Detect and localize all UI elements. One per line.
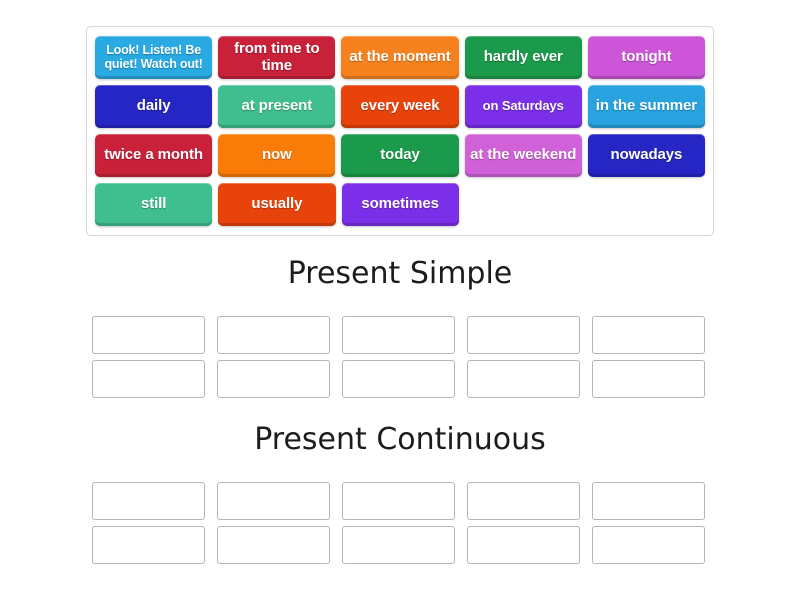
drop-slot[interactable] (92, 359, 205, 398)
slot-row (86, 313, 714, 357)
drop-slot[interactable] (592, 525, 705, 564)
word-tile[interactable]: twice a month (95, 134, 213, 177)
word-tile[interactable]: Look! Listen! Be quiet! Watch out! (95, 36, 213, 79)
word-tile[interactable]: today (341, 134, 459, 177)
drop-slot[interactable] (592, 359, 705, 398)
drop-slot[interactable] (342, 315, 455, 354)
tile-spacer (465, 183, 582, 226)
category-title: Present Simple (287, 256, 513, 291)
word-tile[interactable]: from time to time (218, 36, 336, 79)
tile-spacer (588, 183, 705, 226)
drop-slot[interactable] (592, 315, 705, 354)
category-present-continuous: Present Continuous (86, 421, 714, 567)
drop-slot[interactable] (467, 481, 580, 520)
category-title: Present Continuous (254, 422, 546, 457)
drop-slot[interactable] (342, 481, 455, 520)
drop-slot[interactable] (217, 359, 330, 398)
drop-slot[interactable] (467, 359, 580, 398)
drop-slot[interactable] (467, 525, 580, 564)
word-tile[interactable]: at the moment (341, 36, 459, 79)
drop-slot[interactable] (467, 315, 580, 354)
slot-row (86, 479, 714, 523)
drop-slot[interactable] (217, 315, 330, 354)
word-tile[interactable]: daily (95, 85, 213, 128)
word-tile[interactable]: tonight (587, 36, 706, 79)
drop-slot[interactable] (342, 359, 455, 398)
drop-slot[interactable] (342, 525, 455, 564)
word-tile[interactable]: still (95, 183, 213, 226)
word-tile[interactable]: at the weekend (464, 134, 582, 177)
slot-row (86, 357, 714, 401)
tile-bank: Look! Listen! Be quiet! Watch out!from t… (86, 26, 714, 236)
drop-slot[interactable] (92, 315, 205, 354)
slot-row (86, 523, 714, 567)
word-tile[interactable]: nowadays (587, 134, 706, 177)
drop-slot[interactable] (592, 481, 705, 520)
tile-row: Look! Listen! Be quiet! Watch out!from t… (92, 33, 708, 82)
drop-slot[interactable] (217, 481, 330, 520)
word-tile[interactable]: every week (341, 85, 459, 128)
word-tile[interactable]: usually (218, 183, 336, 226)
drop-slot[interactable] (92, 481, 205, 520)
word-tile[interactable]: now (218, 134, 336, 177)
word-tile[interactable]: hardly ever (464, 36, 582, 79)
word-tile[interactable]: at present (218, 85, 336, 128)
word-tile[interactable]: in the summer (587, 85, 706, 128)
word-tile[interactable]: on Saturdays (464, 85, 582, 128)
drop-slot[interactable] (217, 525, 330, 564)
drop-slot[interactable] (92, 525, 205, 564)
category-present-simple: Present Simple (86, 255, 714, 401)
word-tile[interactable]: sometimes (341, 183, 459, 226)
